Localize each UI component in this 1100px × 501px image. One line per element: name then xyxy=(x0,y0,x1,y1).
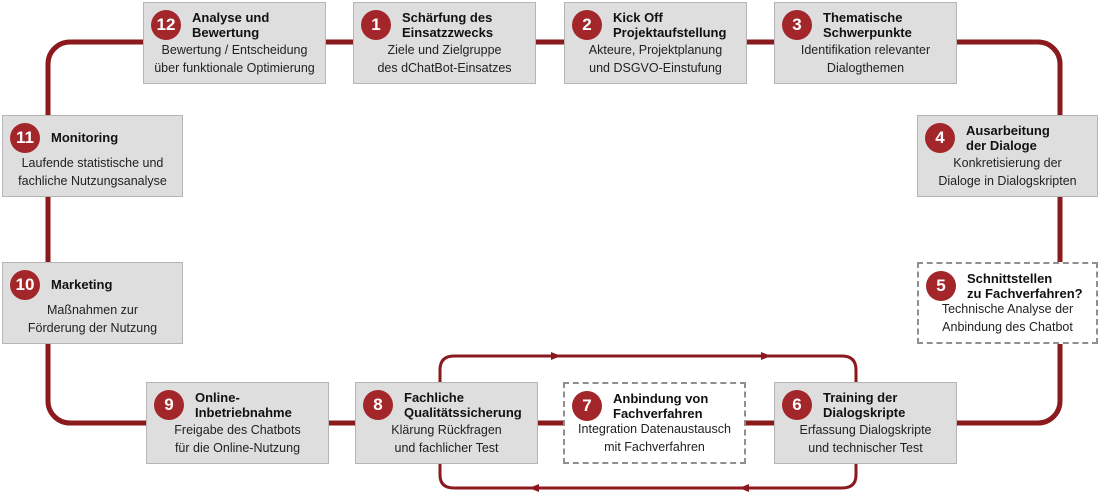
step-number-badge: 12 xyxy=(151,10,181,40)
step-number-badge: 5 xyxy=(926,271,956,301)
step-12-analyse-und-bewertung: 12 Analyse und Bewertung Bewertung / Ent… xyxy=(143,2,326,84)
step-number-badge: 10 xyxy=(10,270,40,300)
step-description: Erfassung Dialogskripte und technischer … xyxy=(799,423,932,455)
step-6-training-der-dialogskripte: 6 Training der Dialogskripte Erfassung D… xyxy=(774,382,957,464)
step-10-marketing: 10 Marketing Maßnahmen zur Förderung der… xyxy=(2,262,183,344)
step-number-badge: 8 xyxy=(363,390,393,420)
step-11-monitoring: 11 Monitoring Laufende statistische und … xyxy=(2,115,183,197)
step-number-badge: 3 xyxy=(782,10,812,40)
step-number-badge: 2 xyxy=(572,10,602,40)
step-title: Kick Off Projektaufstellung xyxy=(613,10,727,40)
step-description: Laufende statistische und fachliche Nutz… xyxy=(18,156,167,188)
step-4-ausarbeitung-der-dialoge: 4 Ausarbeitung der Dialoge Konkretisieru… xyxy=(917,115,1098,197)
lower-return-loop xyxy=(438,423,858,490)
step-title: Fachliche Qualitätssicherung xyxy=(404,390,522,420)
step-number-badge: 1 xyxy=(361,10,391,40)
step-description: Bewertung / Entscheidung über funktional… xyxy=(154,43,315,75)
step-title: Online- Inbetriebnahme xyxy=(195,390,292,420)
step-3-thematische-schwerpunkte: 3 Thematische Schwerpunkte Identifikatio… xyxy=(774,2,957,84)
main-cycle-loop xyxy=(45,39,1063,426)
step-1-schaerfung-des-einsatzzwecks: 1 Schärfung des Einsatzzwecks Ziele und … xyxy=(353,2,536,84)
step-description: Identifikation relevanter Dialogthemen xyxy=(800,43,931,75)
step-description: Akteure, Projektplanung und DSGVO-Einstu… xyxy=(588,43,723,75)
step-title: Training der Dialogskripte xyxy=(823,390,906,420)
step-description: Freigabe des Chatbots für die Online-Nut… xyxy=(174,423,301,455)
step-number-badge: 7 xyxy=(572,391,602,421)
step-2-kick-off-projektaufstellung: 2 Kick Off Projektaufstellung Akteure, P… xyxy=(564,2,747,84)
step-7-anbindung-von-fachverfahren: 7 Anbindung von Fachverfahren Integratio… xyxy=(563,382,746,464)
step-description: Integration Datenaustausch mit Fachverfa… xyxy=(578,422,731,454)
step-8-fachliche-qualitaetssicherung: 8 Fachliche Qualitätssicherung Klärung R… xyxy=(355,382,538,464)
step-title: Analyse und Bewertung xyxy=(192,10,270,40)
step-description: Maßnahmen zur Förderung der Nutzung xyxy=(27,303,158,335)
step-title: Schnittstellen zu Fachverfahren? xyxy=(967,271,1083,301)
step-number-badge: 6 xyxy=(782,390,812,420)
step-title: Monitoring xyxy=(51,130,119,145)
step-number-badge: 9 xyxy=(154,390,184,420)
step-title: Thematische Schwerpunkte xyxy=(823,10,912,40)
step-title: Marketing xyxy=(51,277,113,292)
step-number-badge: 11 xyxy=(10,123,40,153)
upper-return-loop xyxy=(438,354,858,423)
step-description: Ziele und Zielgruppe des dChatBot-Einsat… xyxy=(377,43,512,75)
step-description: Klärung Rückfragen und fachlicher Test xyxy=(391,423,502,455)
step-title: Anbindung von Fachverfahren xyxy=(613,391,709,421)
step-5-schnittstellen-zu-fachverfahren: 5 Schnittstellen zu Fachverfahren? Techn… xyxy=(917,262,1098,344)
step-number-badge: 4 xyxy=(925,123,955,153)
step-title: Ausarbeitung der Dialoge xyxy=(966,123,1050,153)
step-description: Konkretisierung der Dialoge in Dialogskr… xyxy=(938,156,1077,188)
step-9-online-inbetriebnahme: 9 Online- Inbetriebnahme Freigabe des Ch… xyxy=(146,382,329,464)
step-title: Schärfung des Einsatzzwecks xyxy=(402,10,494,40)
step-description: Technische Analyse der Anbindung des Cha… xyxy=(941,302,1074,334)
